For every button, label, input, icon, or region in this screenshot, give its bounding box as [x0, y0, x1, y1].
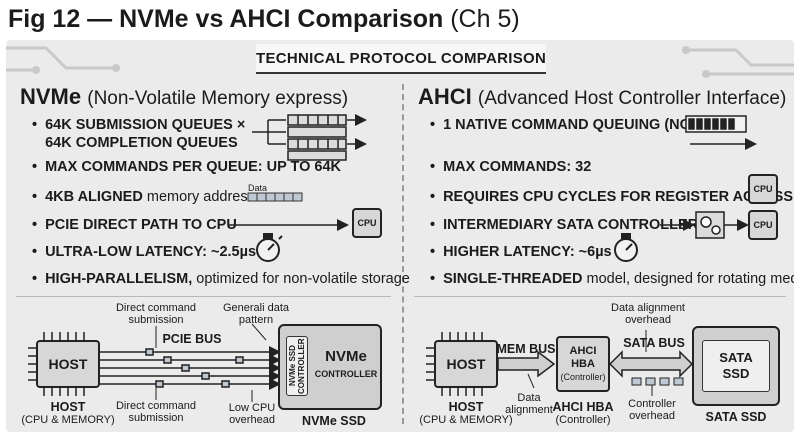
- ahci-host-subcaption: (CPU & MEMORY): [419, 414, 513, 426]
- nvme-max-commands-text: MAX COMMANDS PER QUEUE: UP TO 64K: [45, 159, 342, 175]
- ahci-bullet-cpu-cycles: •REQUIRES CPU CYCLES FOR REGISTER ACCESS: [430, 189, 794, 205]
- nvme-section-rule: [16, 296, 391, 297]
- sata-ssd-line1: SATA: [719, 350, 753, 365]
- data-alignment-overhead-label: Data alignment overhead: [611, 302, 685, 326]
- comparison-panel: TECHNICAL PROTOCOL COMPARISON NVMe (Non-…: [6, 40, 794, 432]
- cpu-label: CPU: [753, 220, 773, 230]
- nvme-parallel-bold: HIGH-PARALLELISM,: [45, 271, 193, 287]
- low-cpu-overhead-label: Low CPU overhead: [228, 402, 276, 426]
- nvme-aligned-rest: memory address: [146, 189, 255, 205]
- pcie-bus-lanes: [100, 346, 281, 390]
- nvme-pcie-text: PCIE DIRECT PATH TO CPU: [45, 217, 237, 233]
- ahci-hba-chip: AHCI HBA (Controller): [556, 336, 610, 392]
- ahci-host-chip: HOST: [434, 340, 498, 388]
- circuit-decoration: [6, 46, 794, 78]
- ahci-bullet-max-commands: •MAX COMMANDS: 32: [430, 159, 592, 175]
- ahci-bullet-latency: •HIGHER LATENCY: ~6µs: [430, 244, 612, 260]
- ahci-max-commands-text: MAX COMMANDS: 32: [443, 159, 592, 175]
- sata-ssd-label-box: SATA SSD: [702, 340, 770, 392]
- cpu-chip-icon: CPU: [352, 208, 382, 238]
- nvme-bullet-queues: •64K SUBMISSION QUEUES ×64K COMPLETION Q…: [32, 117, 246, 151]
- cpu-chip-icon: CPU: [748, 210, 778, 240]
- generali-data-label: Generali data pattern: [222, 302, 290, 326]
- cpu-chip-icon: CPU: [748, 174, 778, 204]
- ncq-queue-icon: [685, 115, 757, 150]
- ahci-host-label: HOST: [446, 356, 486, 372]
- sata-bus-packets: [631, 377, 684, 386]
- nvme-aligned-bold: 4KB ALIGNED: [45, 189, 143, 205]
- figure-title-chapter: (Ch 5): [450, 5, 520, 33]
- direct-command-top-label: Direct command submission: [115, 302, 197, 326]
- ahci-bullet-single: •SINGLE-THREADED model, designed for rot…: [430, 270, 794, 288]
- ahci-bullet-ncq: •1 NATIVE COMMAND QUEUING (NCQ): [430, 117, 707, 133]
- ahci-heading-expansion: (Advanced Host Controller Interface): [477, 88, 787, 109]
- ahci-diagram-lines: [426, 330, 694, 396]
- ahci-hba-caption: AHCI HBA: [552, 400, 614, 414]
- column-divider: [402, 84, 404, 424]
- nvme-bullet-pcie: •PCIE DIRECT PATH TO CPU: [32, 217, 237, 233]
- nvme-heading: NVMe (Non-Volatile Memory express): [20, 84, 348, 112]
- nvme-host-chip: HOST: [36, 340, 100, 388]
- ahci-hba-chip-sub: (Controller): [560, 371, 606, 382]
- nvme-bullet-parallel: •HIGH-PARALLELISM, optimized for non-vol…: [32, 271, 410, 287]
- nvme-queues-line2: 64K COMPLETION QUEUES: [45, 135, 238, 151]
- queue-fan-icon: [252, 114, 367, 161]
- ahci-latency-text: HIGHER LATENCY: ~6µs: [443, 244, 612, 260]
- cpu-label: CPU: [357, 218, 377, 228]
- nvme-controller-subtitle: CONTROLLER: [314, 369, 378, 379]
- ahci-single-bold: SINGLE-THREADED: [443, 271, 583, 287]
- nvme-latency-text: ULTRA-LOW LATENCY: ~2.5µs: [45, 244, 257, 260]
- ahci-cpu-cycles-text: REQUIRES CPU CYCLES FOR REGISTER ACCESS: [443, 189, 794, 205]
- ahci-heading: AHCI (Advanced Host Controller Interface…: [418, 84, 786, 112]
- nvme-controller-title: NVMe: [325, 348, 367, 365]
- cpu-label: CPU: [753, 184, 773, 194]
- sata-bus-arrow: [608, 350, 694, 378]
- data-block-label: Data: [248, 183, 268, 193]
- nvme-ssd-caption: NVMe SSD: [302, 414, 366, 428]
- mem-bus-label: MEM BUS: [496, 342, 556, 356]
- nvme-diagram-lines: [28, 323, 281, 402]
- stopwatch-icon: [256, 233, 283, 262]
- ahci-single-rest: model, designed for rotating media: [586, 271, 794, 287]
- data-block-icon: [247, 192, 303, 202]
- gears-icon: [695, 211, 725, 239]
- ahci-hba-subcaption: (Controller): [555, 414, 611, 426]
- controller-overhead-label: Controller overhead: [628, 398, 676, 422]
- nvme-host-subcaption: (CPU & MEMORY): [21, 414, 115, 426]
- stopwatch-icon: [614, 233, 638, 262]
- nvme-queues-line1: 64K SUBMISSION QUEUES ×: [45, 117, 246, 133]
- ahci-bullet-intermediary: •INTERMEDIARY SATA CONTROLLER: [430, 217, 699, 233]
- mem-bus-arrow: [497, 350, 556, 378]
- data-alignment-label: Data alignment: [505, 392, 553, 416]
- nvme-heading-expansion: (Non-Volatile Memory express): [87, 88, 349, 109]
- ahci-intermediary-text: INTERMEDIARY SATA CONTROLLER: [443, 217, 699, 233]
- ahci-ncq-text: 1 NATIVE COMMAND QUEUING (NCQ): [443, 117, 707, 133]
- nvme-bullet-aligned: •4KB ALIGNED memory address: [32, 189, 255, 205]
- nvme-host-caption: HOST: [50, 400, 86, 414]
- figure-title: Fig 12 — NVMe vs AHCI Comparison (Ch 5): [8, 4, 520, 34]
- sata-ssd-line2: SSD: [722, 366, 750, 381]
- nvme-ssd-drive: NVMe SSD CONTROLLER NVMe CONTROLLER: [278, 324, 382, 410]
- ahci-heading-name: AHCI: [418, 84, 472, 109]
- ahci-hba-chip-title: AHCI HBA: [569, 344, 597, 370]
- nvme-bullet-max-commands: •MAX COMMANDS PER QUEUE: UP TO 64K: [32, 159, 342, 175]
- ahci-section-rule: [414, 296, 786, 297]
- nvme-parallel-rest: optimized for non-volatile storage: [196, 271, 410, 287]
- nvme-bullet-latency: •ULTRA-LOW LATENCY: ~2.5µs: [32, 244, 257, 260]
- panel-subtitle: TECHNICAL PROTOCOL COMPARISON: [256, 44, 546, 74]
- nvme-heading-name: NVMe: [20, 84, 82, 109]
- pcie-bus-label: PCIE BUS: [162, 332, 222, 346]
- direct-command-bottom-label: Direct command submission: [115, 400, 197, 424]
- sata-ssd-drive: SATA SSD: [692, 326, 780, 406]
- figure-title-main: Fig 12 — NVMe vs AHCI Comparison: [8, 5, 444, 33]
- ahci-host-caption: HOST: [448, 400, 484, 414]
- nvme-host-label: HOST: [48, 356, 88, 372]
- sata-ssd-caption: SATA SSD: [705, 410, 767, 424]
- bullet-icons-layer: [228, 114, 757, 262]
- sata-bus-label: SATA BUS: [623, 336, 685, 350]
